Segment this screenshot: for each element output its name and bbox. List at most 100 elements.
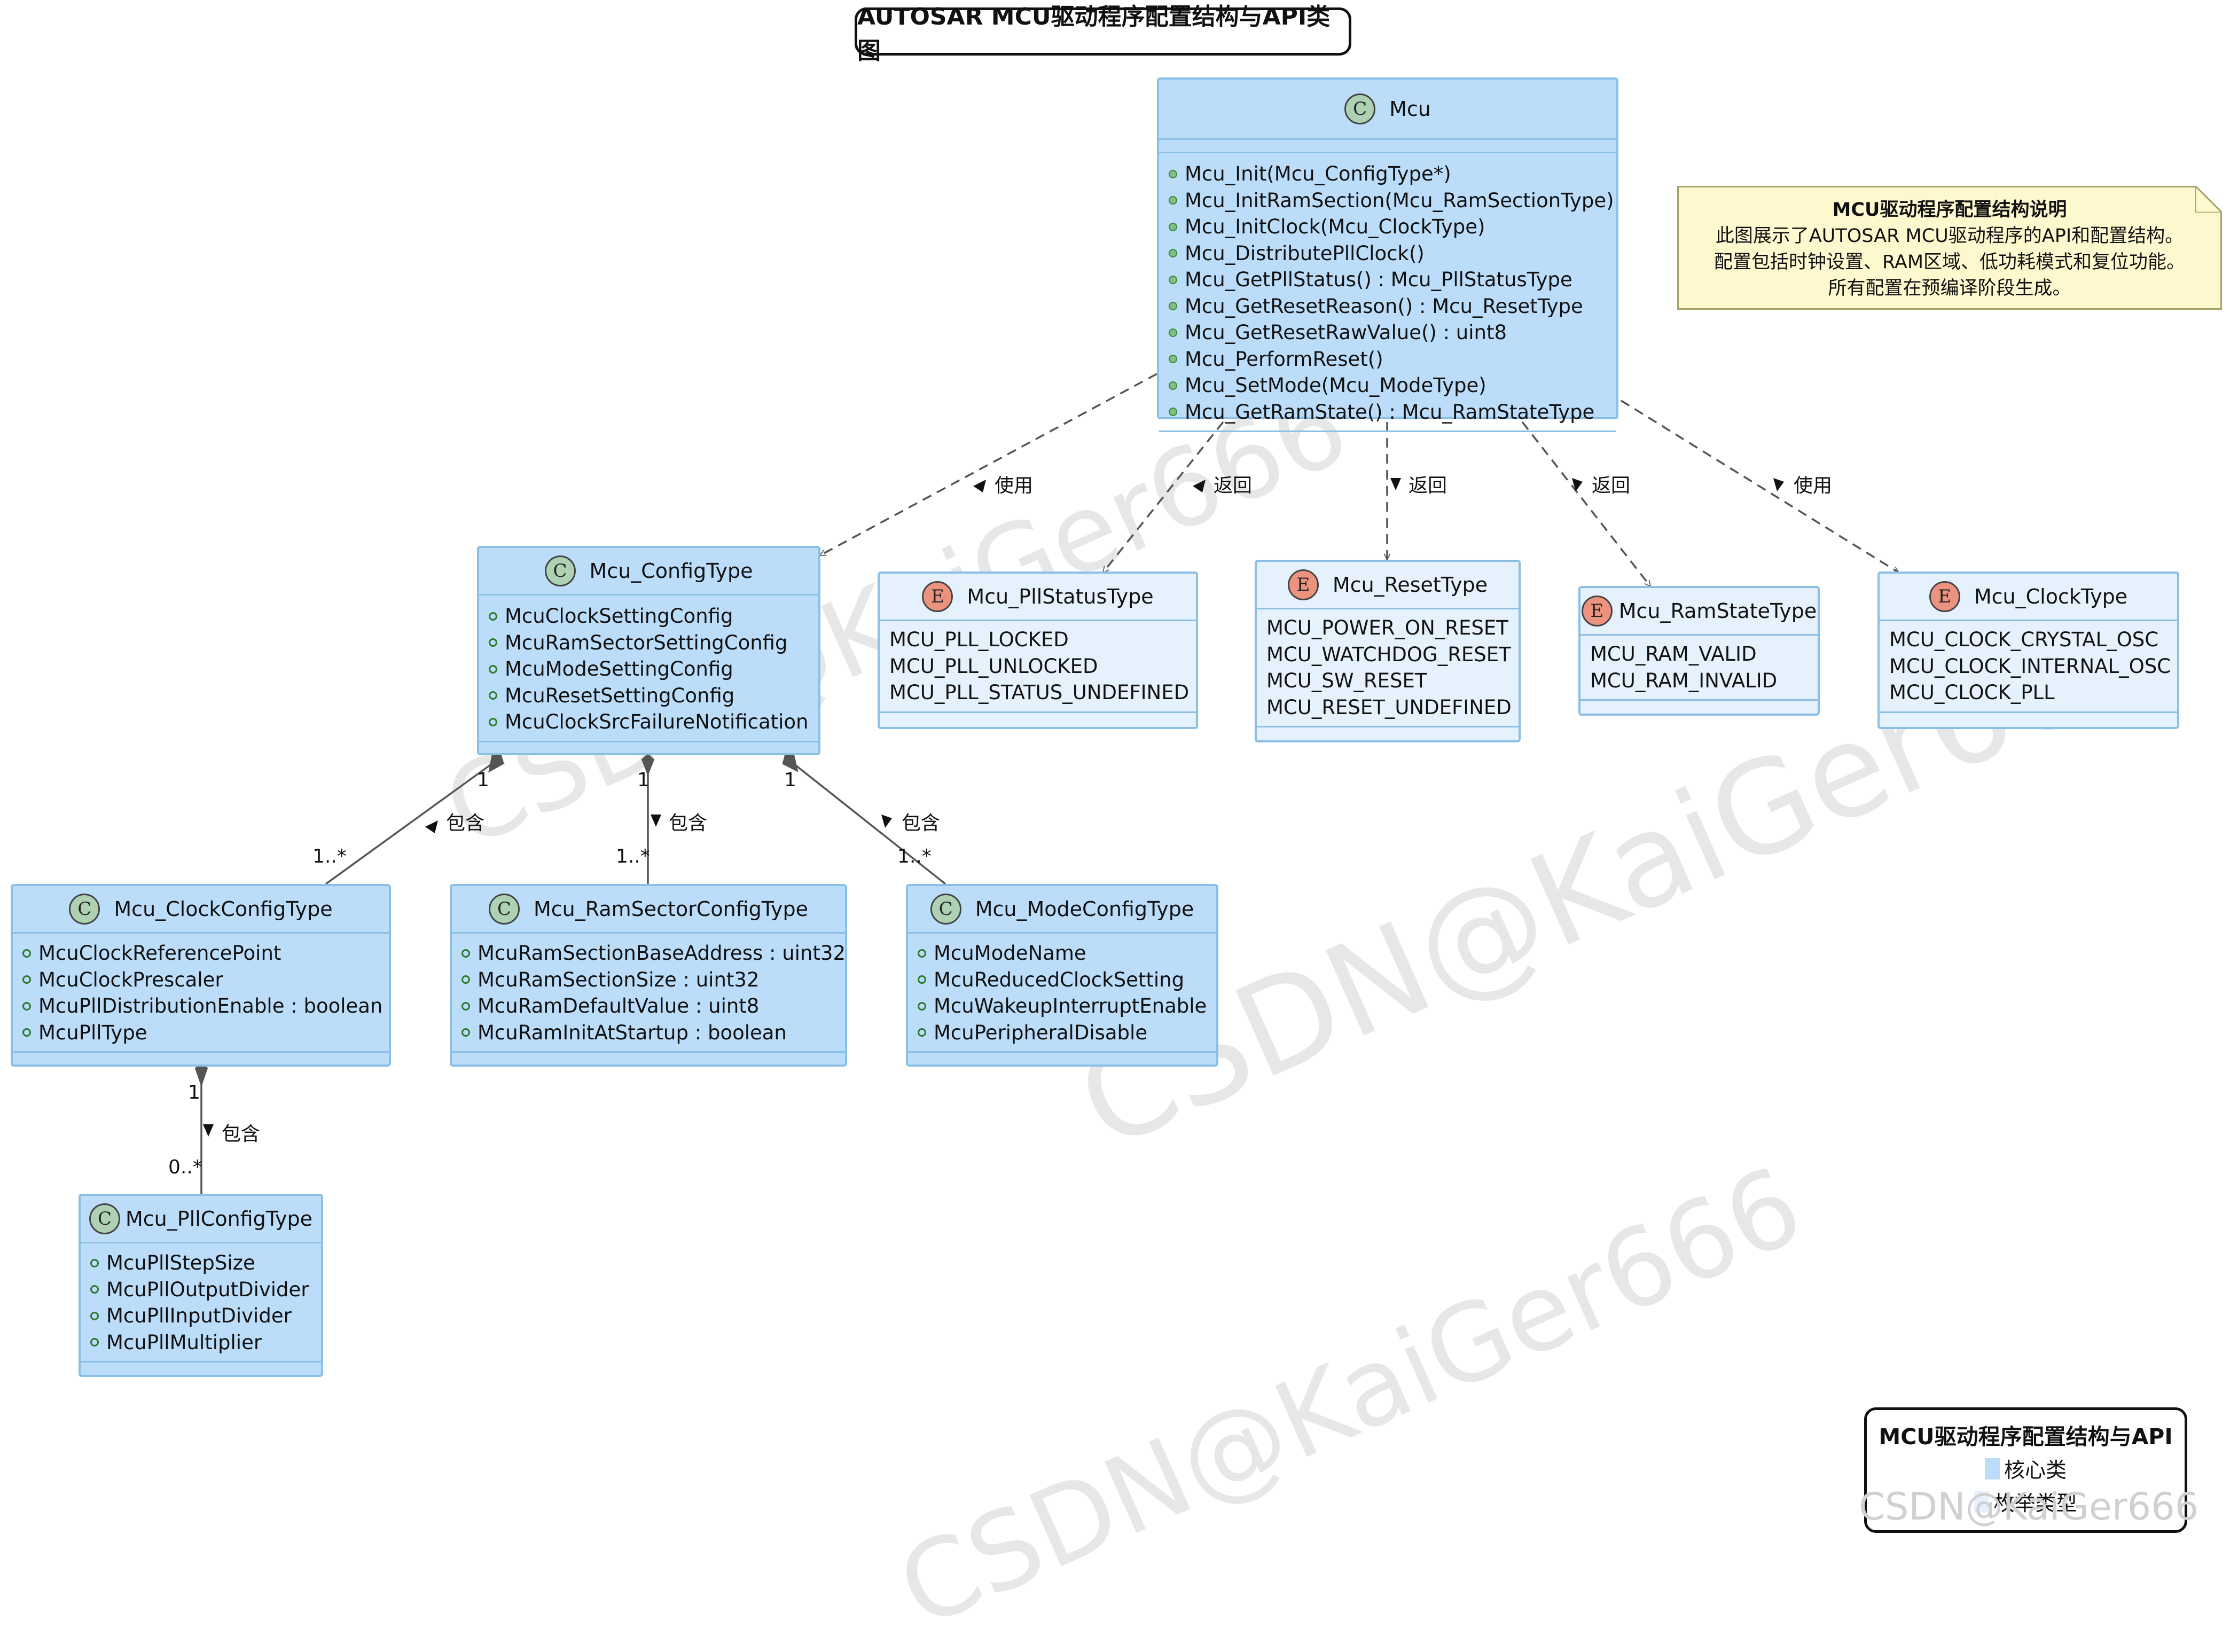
public-method-icon	[1169, 381, 1177, 390]
enum-value: MCU_SW_RESET	[1266, 669, 1427, 693]
enum-mcu-pll-status-type[interactable]: E Mcu_PllStatusType MCU_PLL_LOCKED MCU_PL…	[878, 571, 1198, 729]
class-badge-icon: C	[544, 555, 576, 586]
note-fold-icon	[2195, 186, 2222, 213]
public-field-icon	[461, 1001, 470, 1011]
direction-arrow	[1390, 478, 1401, 490]
enum-value: MCU_RAM_VALID	[1590, 643, 1757, 666]
public-field-icon	[90, 1338, 99, 1347]
dep-use-config	[820, 373, 1157, 557]
direction-arrow	[881, 815, 892, 828]
dep-use-clock	[1621, 400, 1899, 574]
public-field-icon	[489, 638, 497, 647]
relation-label: 包含	[902, 812, 941, 834]
method-row: Mcu_Init(Mcu_ConfigType*)	[1169, 161, 1608, 187]
legend: MCU驱动程序配置结构与API 核心类 枚举类型	[1864, 1407, 2187, 1533]
class-badge-icon: C	[488, 894, 520, 925]
public-field-icon	[918, 1028, 926, 1037]
enum-name: Mcu_ClockType	[1974, 585, 2128, 608]
field-row: McuPllStepSize	[90, 1250, 312, 1277]
class-name: Mcu_ConfigType	[589, 559, 753, 583]
class-mcu-clock-config-type[interactable]: C Mcu_ClockConfigType McuClockReferencePo…	[11, 884, 391, 1067]
legend-swatch	[1984, 1458, 2000, 1479]
relation-label: 返回	[1214, 475, 1253, 497]
public-method-icon	[1169, 328, 1177, 337]
enum-values: MCU_RAM_VALID MCU_RAM_INVALID	[1580, 636, 1818, 701]
member-list: McuClockReferencePoint McuClockPrescaler…	[13, 934, 389, 1053]
public-field-icon	[461, 949, 470, 958]
field-row: McuModeName	[918, 940, 1208, 967]
field-row: McuPllDistributionEnable : boolean	[22, 993, 382, 1020]
enum-badge-icon: E	[922, 581, 953, 612]
direction-arrow	[1193, 480, 1206, 492]
multiplicity-label: 1	[637, 769, 650, 791]
composition-diamond	[641, 753, 655, 776]
legend-item: 枚举类型	[1867, 1487, 2185, 1517]
class-badge-icon: C	[930, 894, 961, 925]
public-method-icon	[1169, 196, 1177, 205]
class-badge-icon: C	[69, 894, 100, 925]
enum-name: Mcu_RamStateType	[1618, 599, 1817, 623]
field-row: McuPllInputDivider	[90, 1303, 312, 1329]
member-list: McuClockSettingConfig McuRamSectorSettin…	[479, 596, 818, 742]
class-name: Mcu_RamSectorConfigType	[533, 897, 808, 921]
enum-value: MCU_WATCHDOG_RESET	[1266, 643, 1511, 666]
method-row: Mcu_GetResetRawValue() : uint8	[1169, 319, 1608, 346]
enum-mcu-clock-type[interactable]: E Mcu_ClockType MCU_CLOCK_CRYSTAL_OSC MCU…	[1877, 571, 2179, 729]
field-row: McuPeripheralDisable	[918, 1020, 1208, 1046]
description-note: MCU驱动程序配置结构说明 此图展示了AUTOSAR MCU驱动程序的API和配…	[1677, 186, 2222, 310]
public-field-icon	[489, 664, 497, 674]
legend-swatch	[1974, 1491, 1990, 1513]
relation-label: 返回	[1409, 475, 1447, 497]
public-field-icon	[918, 949, 926, 958]
public-field-icon	[22, 949, 31, 958]
comp-clock-config	[325, 758, 499, 885]
enum-values: MCU_PLL_LOCKED MCU_PLL_UNLOCKED MCU_PLL_…	[880, 621, 1196, 713]
dep-return-pll-status	[1102, 421, 1224, 573]
note-line: 配置包括时钟设置、RAM区域、低功耗模式和复位功能。	[1713, 252, 2186, 273]
public-field-icon	[461, 1028, 470, 1037]
direction-arrow	[973, 480, 986, 492]
class-badge-icon: C	[89, 1203, 120, 1234]
class-diagram: CSDN@KaiGer666 CSDN@KaiGer666 CSDN@KaiGe…	[11, 3, 2230, 1652]
method-row: Mcu_PerformReset()	[1169, 346, 1608, 373]
class-name: Mcu_ModeConfigType	[975, 897, 1194, 921]
enum-values: MCU_POWER_ON_RESET MCU_WATCHDOG_RESET MC…	[1257, 609, 1519, 727]
dep-return-ram-state	[1521, 421, 1652, 586]
public-field-icon	[918, 1001, 926, 1011]
class-name: Mcu_ClockConfigType	[114, 897, 333, 921]
composition-diamond	[782, 754, 799, 772]
public-field-icon	[489, 612, 497, 621]
field-row: McuClockReferencePoint	[22, 940, 380, 967]
field-row: McuRamInitAtStartup : boolean	[461, 1020, 836, 1046]
diagram-title: AUTOSAR MCU驱动程序配置结构与API类图	[855, 3, 1351, 65]
enum-value: MCU_RAM_INVALID	[1590, 669, 1778, 692]
method-row: Mcu_DistributePllClock()	[1169, 240, 1608, 267]
comp-mode-config	[787, 758, 946, 885]
public-method-icon	[1169, 408, 1177, 417]
field-row: McuRamSectorSettingConfig	[489, 630, 810, 656]
enum-value: MCU_CLOCK_CRYSTAL_OSC	[1889, 628, 2159, 652]
field-row: McuPllOutputDivider	[90, 1277, 312, 1303]
class-name: Mcu	[1389, 97, 1431, 121]
relation-lines	[194, 373, 2230, 1194]
enum-name: Mcu_PllStatusType	[967, 585, 1154, 608]
public-field-icon	[22, 1001, 31, 1011]
method-row: Mcu_InitRamSection(Mcu_RamSectionType)	[1169, 187, 1614, 214]
relation-label: 包含	[446, 812, 485, 834]
field-row: McuPllType	[22, 1020, 380, 1046]
class-mcu-config-type[interactable]: C Mcu_ConfigType McuClockSettingConfig Mc…	[477, 546, 820, 755]
multiplicity-label: 1..*	[312, 845, 347, 867]
enum-badge-icon: E	[1929, 581, 1960, 612]
enum-values: MCU_CLOCK_CRYSTAL_OSC MCU_CLOCK_INTERNAL…	[1880, 621, 2177, 713]
multiplicity-label: 0..*	[168, 1156, 202, 1178]
public-field-icon	[489, 691, 497, 700]
multiplicity-label: 1..*	[616, 845, 650, 867]
legend-title: MCU驱动程序配置结构与API	[1879, 1424, 2173, 1450]
public-method-icon	[1169, 275, 1177, 284]
